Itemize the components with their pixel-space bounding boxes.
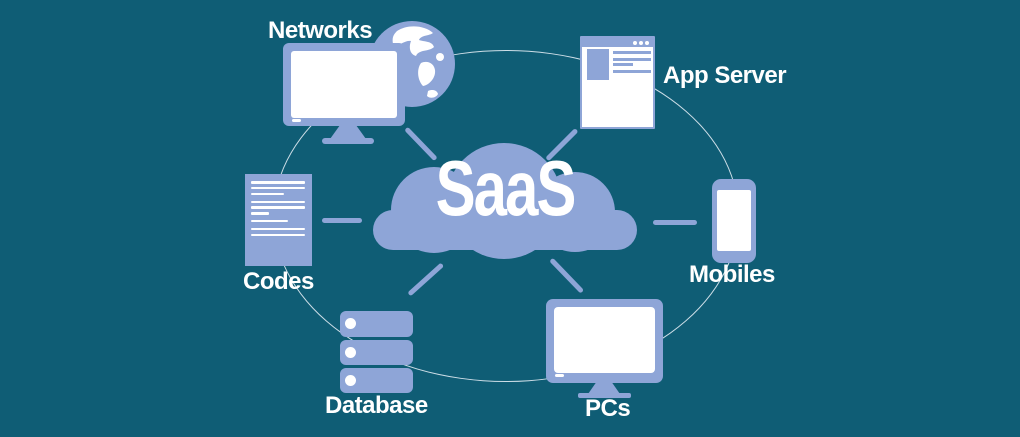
code-line <box>251 200 305 203</box>
connector-line-mobiles <box>653 220 697 225</box>
window-dot-icon <box>633 40 637 45</box>
saas-center-label: SaaS <box>435 144 577 232</box>
desktop-monitor-base <box>578 393 631 398</box>
code-document-icon <box>245 174 312 266</box>
node-label-codes: Codes <box>243 268 314 295</box>
node-label-database: Database <box>325 392 428 419</box>
code-line <box>251 212 269 215</box>
node-label-app-server: App Server <box>663 62 787 89</box>
code-line <box>251 186 305 189</box>
code-line <box>251 219 288 222</box>
smartphone-screen <box>717 190 751 251</box>
saas-cloud-icon: SaaS <box>373 140 637 259</box>
networks-monitor-stand <box>330 126 366 139</box>
server-stack-icon <box>340 311 413 393</box>
networks-monitor-screen <box>291 51 397 118</box>
browser-text-line <box>613 58 651 61</box>
cloud-base <box>373 210 637 250</box>
node-label-pcs: PCs <box>585 395 631 422</box>
desktop-monitor-power-light <box>555 374 564 377</box>
connector-line-codes <box>322 218 362 223</box>
browser-window-icon <box>580 36 655 129</box>
code-line <box>251 206 305 209</box>
networks-monitor-base <box>322 138 374 144</box>
window-dot-icon <box>639 40 643 45</box>
code-line <box>251 227 305 230</box>
networks-monitor-power-light <box>292 119 301 122</box>
server-led-icon <box>345 347 356 358</box>
browser-title-bar <box>582 38 653 47</box>
browser-image-placeholder <box>587 49 609 80</box>
browser-text-line <box>613 51 651 54</box>
window-dot-icon <box>645 40 649 45</box>
desktop-monitor-stand <box>588 383 620 394</box>
browser-text-line <box>613 63 633 66</box>
code-line <box>251 233 305 236</box>
node-label-networks: Networks <box>268 17 373 44</box>
node-label-mobiles: Mobiles <box>689 261 775 288</box>
code-line <box>251 192 284 195</box>
server-led-icon <box>345 318 356 329</box>
code-line <box>251 181 305 184</box>
browser-text-line <box>613 70 651 73</box>
desktop-monitor-screen <box>554 307 655 373</box>
server-led-icon <box>345 375 356 386</box>
